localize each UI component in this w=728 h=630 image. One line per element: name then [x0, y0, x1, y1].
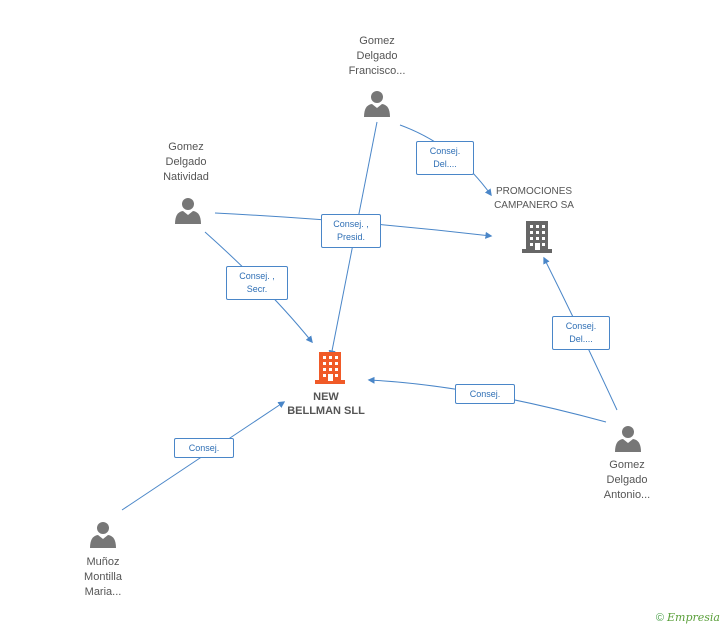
building-icon[interactable]: [315, 352, 345, 384]
company-label-new-bellman[interactable]: NEW BELLMAN SLL: [287, 391, 365, 417]
person-label-francisco[interactable]: Gomez Delgado Francisco...: [348, 35, 406, 77]
person-icon[interactable]: [615, 426, 641, 452]
person-icon[interactable]: [364, 91, 390, 117]
person-icon[interactable]: [175, 198, 201, 224]
copyright-symbol: ©: [655, 612, 664, 624]
relation-label[interactable]: Consej. , Presid.: [321, 214, 381, 248]
company-label-promociones[interactable]: PROMOCIONES CAMPANERO SA: [494, 186, 574, 211]
copyright: © Empresia: [656, 611, 720, 624]
relation-label[interactable]: Consej. , Secr.: [226, 266, 288, 300]
relation-label[interactable]: Consej. Del....: [416, 141, 474, 175]
relation-label[interactable]: Consej.: [174, 438, 234, 458]
person-label-munoz[interactable]: Muñoz Montilla Maria...: [84, 556, 122, 598]
brand-name[interactable]: Empresia: [667, 611, 720, 624]
relation-label[interactable]: Consej.: [455, 384, 515, 404]
person-label-natividad[interactable]: Gomez Delgado Natividad: [163, 141, 209, 183]
building-icon[interactable]: [522, 221, 552, 253]
person-icon[interactable]: [90, 522, 116, 548]
relation-label[interactable]: Consej. Del....: [552, 316, 610, 350]
person-label-antonio[interactable]: Gomez Delgado Antonio...: [603, 459, 651, 501]
